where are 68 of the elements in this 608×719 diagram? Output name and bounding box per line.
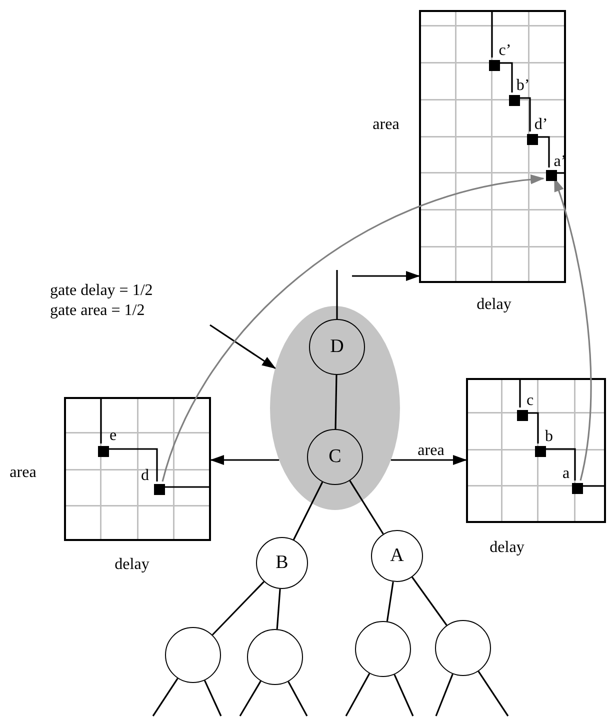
connector-line <box>292 482 324 540</box>
connector-line <box>162 486 211 488</box>
shaded-region <box>270 306 400 510</box>
grid-chart <box>64 397 211 541</box>
point-label: d’ <box>534 117 548 133</box>
connector-line <box>152 678 178 716</box>
tree-node-circle <box>247 629 303 685</box>
data-point <box>488 60 500 70</box>
axis-label: delay <box>114 557 150 573</box>
point-label: c’ <box>498 43 512 59</box>
connector-line <box>554 172 566 174</box>
connector-line <box>478 670 509 716</box>
connector-line <box>386 582 394 622</box>
data-point <box>508 94 520 106</box>
arrow <box>352 271 420 281</box>
tree-node-circle: B <box>256 537 308 589</box>
data-point <box>516 410 528 420</box>
connector-line <box>239 680 262 716</box>
annotation-text: gate delay = 1/2 <box>50 283 153 299</box>
grid-chart <box>466 378 606 523</box>
point-label: c <box>526 393 534 409</box>
axis-label: area <box>372 117 400 133</box>
arrow <box>390 455 467 465</box>
data-point <box>526 134 538 144</box>
connector-line <box>100 397 102 444</box>
connector-line <box>526 412 539 444</box>
connector-line <box>519 378 521 408</box>
arrow <box>162 175 544 482</box>
connector-line <box>106 448 158 482</box>
point-label: d <box>141 468 149 484</box>
tree-node-circle: D <box>309 319 365 375</box>
connector-line <box>349 480 384 534</box>
axis-label: area <box>418 443 444 459</box>
connector-line <box>394 674 414 716</box>
axis-label: delay <box>490 540 524 556</box>
connector-line <box>345 673 370 716</box>
connector-line <box>412 576 448 626</box>
tree-node-circle: C <box>307 429 363 485</box>
connector-line <box>518 97 531 132</box>
tree-node-circle <box>165 627 221 683</box>
grid-chart <box>419 10 566 283</box>
point-label: b <box>545 429 553 445</box>
connector-line <box>204 680 222 716</box>
data-point <box>98 446 108 456</box>
data-point <box>534 446 546 456</box>
axis-label: area <box>10 465 36 481</box>
connector-line <box>334 374 338 430</box>
arrow <box>210 455 280 465</box>
connector-line <box>435 674 454 716</box>
connector-line <box>336 270 338 319</box>
arrow <box>210 324 276 369</box>
tree-node-circle: A <box>371 530 423 582</box>
annotation-text: gate area = 1/2 <box>50 303 145 319</box>
connector-line <box>212 581 264 636</box>
connector-line <box>498 62 513 92</box>
connector-line <box>276 588 281 630</box>
point-label: a <box>562 466 570 482</box>
point-label: b’ <box>516 78 530 94</box>
data-point <box>154 484 164 494</box>
connector-line <box>580 485 606 487</box>
connector-line <box>536 136 550 168</box>
connector-line <box>288 681 308 716</box>
data-point <box>546 170 556 180</box>
point-label: e <box>109 428 117 444</box>
axis-label: delay <box>476 297 512 313</box>
connector-line <box>491 10 493 58</box>
data-point <box>572 482 582 494</box>
connector-line <box>544 448 576 480</box>
